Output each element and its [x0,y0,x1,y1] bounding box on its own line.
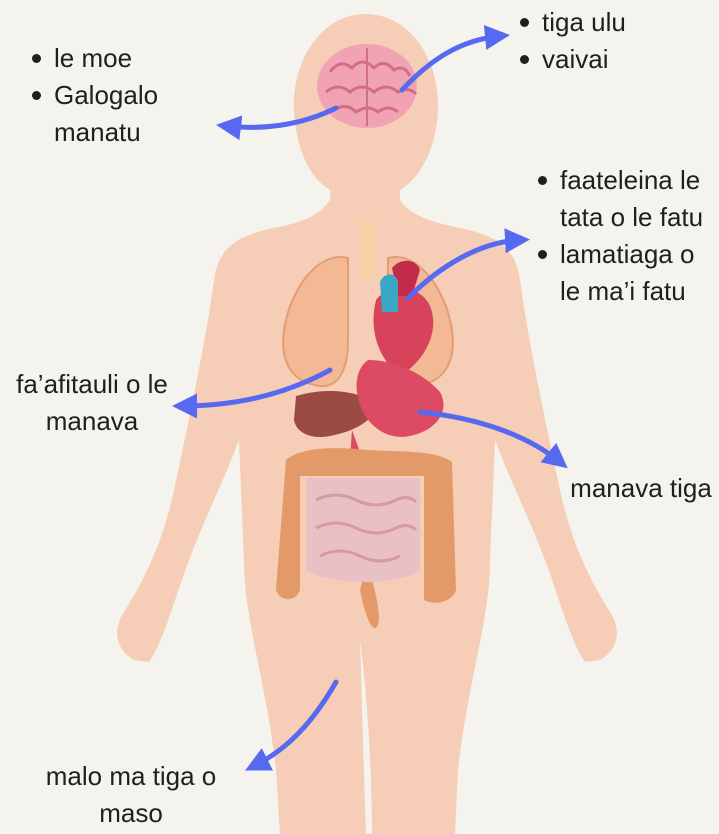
label-brain-left-item: le moe [54,40,218,77]
label-brain-right: tiga ulu vaivai [516,4,716,78]
label-heart: faateleina le tata o le fatu lamatiaga o… [534,162,716,310]
label-brain-left: le moe Galogalo manatu [28,40,218,151]
label-lungs: fa’afitauli o le manava [8,366,176,440]
label-brain-left-item: Galogalo manatu [54,77,218,151]
label-legs: malo ma tiga o maso [20,758,242,832]
label-heart-item: lamatiaga o le ma’i fatu [560,236,716,310]
label-brain-right-item: vaivai [542,41,716,78]
label-heart-item: faateleina le tata o le fatu [560,162,716,236]
label-stomach: manava tiga [566,470,716,507]
label-brain-right-item: tiga ulu [542,4,716,41]
brain [317,44,417,128]
small-intestine [306,478,420,582]
